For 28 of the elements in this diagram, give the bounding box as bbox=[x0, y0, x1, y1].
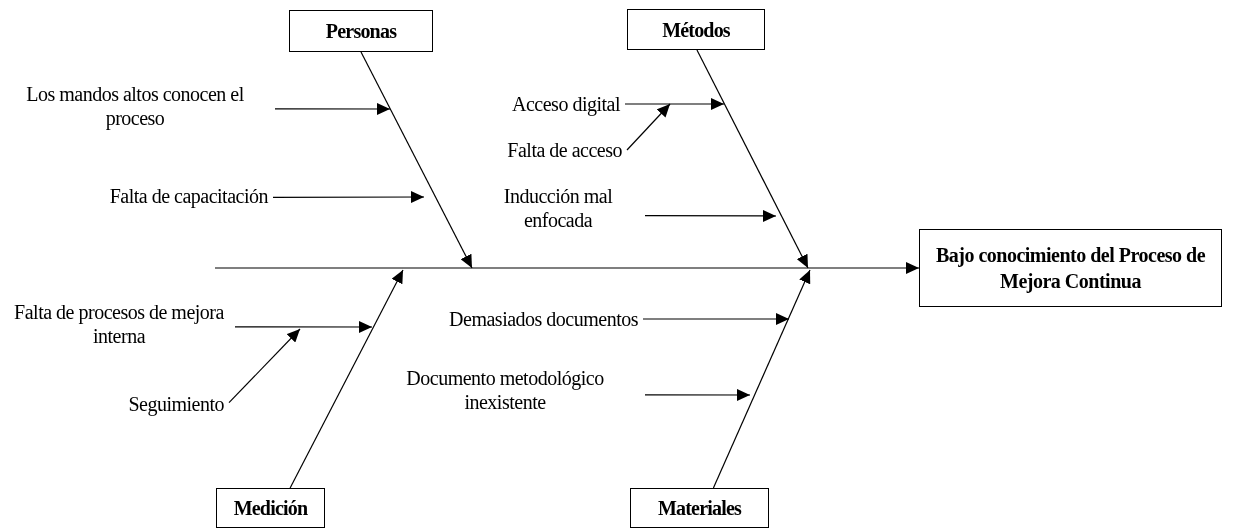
category-box: Medición bbox=[216, 488, 325, 528]
cause-label: Falta de capacitación bbox=[30, 183, 268, 209]
arrow bbox=[274, 103, 391, 115]
effect-box: Bajo conocimiento del Proceso de Mejora Continua bbox=[919, 229, 1222, 307]
category-box: Métodos bbox=[627, 9, 765, 50]
arrow bbox=[642, 313, 790, 325]
arrow bbox=[626, 103, 671, 151]
category-box: Personas bbox=[289, 10, 433, 52]
arrow bbox=[624, 98, 725, 110]
arrow bbox=[228, 328, 301, 404]
arrow bbox=[712, 269, 811, 489]
cause-label: Falta de acceso bbox=[450, 137, 622, 163]
cause-label: Falta de procesos de mejora interna bbox=[8, 300, 230, 348]
cause-label: Inducción mal enfocada bbox=[476, 184, 640, 232]
arrow bbox=[289, 269, 404, 489]
arrow bbox=[272, 191, 425, 204]
cause-label: Documento metodológico inexistente bbox=[370, 366, 640, 414]
cause-label: Demasiados documentos bbox=[380, 306, 638, 332]
cause-label: Seguimiento bbox=[80, 391, 224, 417]
arrow bbox=[360, 51, 473, 269]
arrow bbox=[234, 321, 373, 333]
category-box: Materiales bbox=[630, 488, 769, 528]
cause-label: Los mandos altos conocen el proceso bbox=[0, 82, 270, 130]
arrow bbox=[644, 209, 777, 222]
cause-label: Acceso digital bbox=[460, 91, 620, 117]
arrow bbox=[214, 262, 920, 274]
arrow bbox=[644, 389, 751, 401]
arrow bbox=[696, 49, 809, 269]
